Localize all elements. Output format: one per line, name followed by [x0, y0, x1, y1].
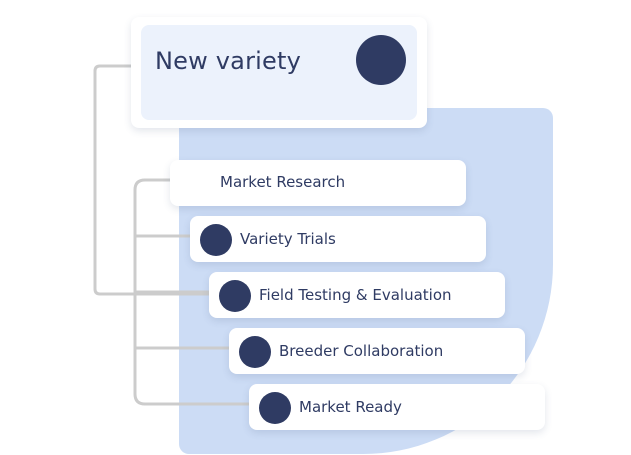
step-label: Variety Trials [240, 230, 336, 248]
step-node-market-research: Market Research [170, 160, 466, 206]
step-label: Breeder Collaboration [279, 342, 444, 360]
step-node-field-testing: Field Testing & Evaluation [209, 272, 505, 318]
step-label: Market Research [220, 173, 346, 191]
step-node-variety-trials: Variety Trials [190, 216, 486, 262]
step-dot-icon [219, 280, 251, 312]
step-dot-icon [259, 392, 291, 424]
step-dot-icon [239, 336, 271, 368]
step-node-breeder-collaboration: Breeder Collaboration [229, 328, 525, 374]
step-node-market-ready: Market Ready [249, 384, 545, 430]
root-node-title: New variety [155, 47, 302, 75]
root-node-card: New variety [131, 17, 427, 128]
root-node-dot-icon [356, 35, 406, 85]
step-label: Market Ready [299, 398, 402, 416]
step-label: Field Testing & Evaluation [259, 286, 452, 304]
root-node-inner: New variety [141, 25, 417, 120]
step-dot-icon [200, 224, 232, 256]
outer-connector [93, 64, 209, 296]
